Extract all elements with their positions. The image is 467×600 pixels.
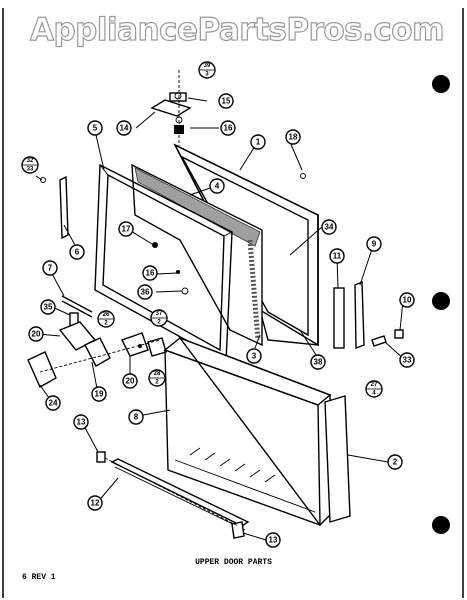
lower-hinge-assembly <box>27 321 167 388</box>
svg-text:8: 8 <box>134 413 139 422</box>
binder-hole-middle <box>432 292 450 310</box>
handle-bracket <box>333 287 345 349</box>
svg-text:5: 5 <box>93 124 98 133</box>
side-strip <box>59 175 69 240</box>
fraction-27-4: 27 4 <box>365 380 383 398</box>
svg-text:20: 20 <box>126 377 135 386</box>
svg-text:7: 7 <box>48 264 53 273</box>
svg-text:35: 35 <box>44 303 53 312</box>
svg-text:4: 4 <box>215 182 220 191</box>
svg-text:2: 2 <box>157 320 161 326</box>
clip-13-left <box>96 451 106 463</box>
part-33 <box>371 335 387 347</box>
callout-38: 38 <box>310 354 326 370</box>
svg-text:19: 19 <box>95 390 104 399</box>
side-trim <box>324 395 351 523</box>
svg-text:26: 26 <box>103 312 110 318</box>
callout-36: 36 <box>137 284 153 300</box>
callout-5: 5 <box>87 120 103 136</box>
callout-15: 15 <box>218 93 234 109</box>
part-10 <box>394 329 404 339</box>
callout-35: 35 <box>40 299 56 315</box>
svg-text:9: 9 <box>372 240 377 249</box>
callout-33: 33 <box>399 352 415 368</box>
svg-text:6: 6 <box>75 248 80 257</box>
diagram-caption: UPPER DOOR PARTS <box>195 558 272 567</box>
svg-text:33: 33 <box>27 167 34 173</box>
top-hinge <box>150 70 192 150</box>
svg-text:4: 4 <box>372 391 376 397</box>
revision-label: 6 REV 1 <box>22 573 56 582</box>
callout-12: 12 <box>87 495 103 511</box>
watermark: AppliancePartsPros.com <box>29 11 445 48</box>
svg-text:34: 34 <box>325 223 334 232</box>
callout-19: 19 <box>91 386 107 402</box>
svg-text:39: 39 <box>204 63 211 69</box>
svg-text:2: 2 <box>104 321 108 327</box>
clip-13-right <box>231 521 245 539</box>
callout-13: 13 <box>73 414 89 430</box>
callout-17: 17 <box>118 221 134 237</box>
svg-text:11: 11 <box>333 252 342 261</box>
callout-13: 13 <box>265 532 281 548</box>
callout-24: 24 <box>45 395 61 411</box>
callout-11: 11 <box>329 248 345 264</box>
svg-text:16: 16 <box>224 124 233 133</box>
svg-text:24: 24 <box>49 399 58 408</box>
callout-18: 18 <box>285 129 301 145</box>
svg-text:16: 16 <box>146 269 155 278</box>
fraction-37-2: 37 2 <box>150 309 168 327</box>
svg-text:13: 13 <box>269 536 278 545</box>
svg-text:37: 37 <box>156 311 163 317</box>
svg-text:38: 38 <box>314 358 323 367</box>
fraction-26-2: 26 2 <box>97 310 115 328</box>
callout-3: 3 <box>246 348 262 364</box>
svg-text:12: 12 <box>91 499 100 508</box>
svg-text:3: 3 <box>205 72 209 78</box>
svg-text:13: 13 <box>77 418 86 427</box>
callout-10: 10 <box>399 292 415 308</box>
svg-text:27: 27 <box>371 382 378 388</box>
callout-14: 14 <box>116 120 132 136</box>
svg-text:3: 3 <box>252 352 257 361</box>
callout-6: 6 <box>69 244 85 260</box>
callout-9: 9 <box>366 236 382 252</box>
callout-34: 34 <box>321 219 337 235</box>
svg-text:20: 20 <box>32 330 41 339</box>
callout-7: 7 <box>42 260 58 276</box>
fraction-28-2: 28 2 <box>148 369 166 387</box>
callout-1: 1 <box>250 134 266 150</box>
svg-text:17: 17 <box>122 225 131 234</box>
handle-bar <box>354 280 365 350</box>
svg-text:28: 28 <box>154 371 161 377</box>
callout-16: 16 <box>220 120 236 136</box>
svg-text:10: 10 <box>403 296 412 305</box>
binder-hole-top <box>432 75 450 93</box>
callout-16: 16 <box>142 265 158 281</box>
callout-8: 8 <box>128 409 144 425</box>
fraction-32-33: 32 33 <box>21 156 39 174</box>
svg-text:14: 14 <box>120 124 129 133</box>
callout-2: 2 <box>387 454 403 470</box>
callout-20: 20 <box>122 373 138 389</box>
svg-text:32: 32 <box>27 158 34 164</box>
binder-hole-bottom <box>432 516 450 534</box>
callout-4: 4 <box>209 178 225 194</box>
callout-20: 20 <box>28 326 44 342</box>
svg-text:33: 33 <box>403 356 412 365</box>
svg-text:18: 18 <box>289 133 298 142</box>
svg-text:1: 1 <box>256 138 261 147</box>
svg-text:2: 2 <box>155 380 159 386</box>
svg-text:15: 15 <box>222 97 231 106</box>
svg-text:2: 2 <box>393 458 398 467</box>
fraction-39-3: 39 3 <box>198 61 216 79</box>
bottom-bar <box>110 458 250 531</box>
svg-text:36: 36 <box>141 288 150 297</box>
